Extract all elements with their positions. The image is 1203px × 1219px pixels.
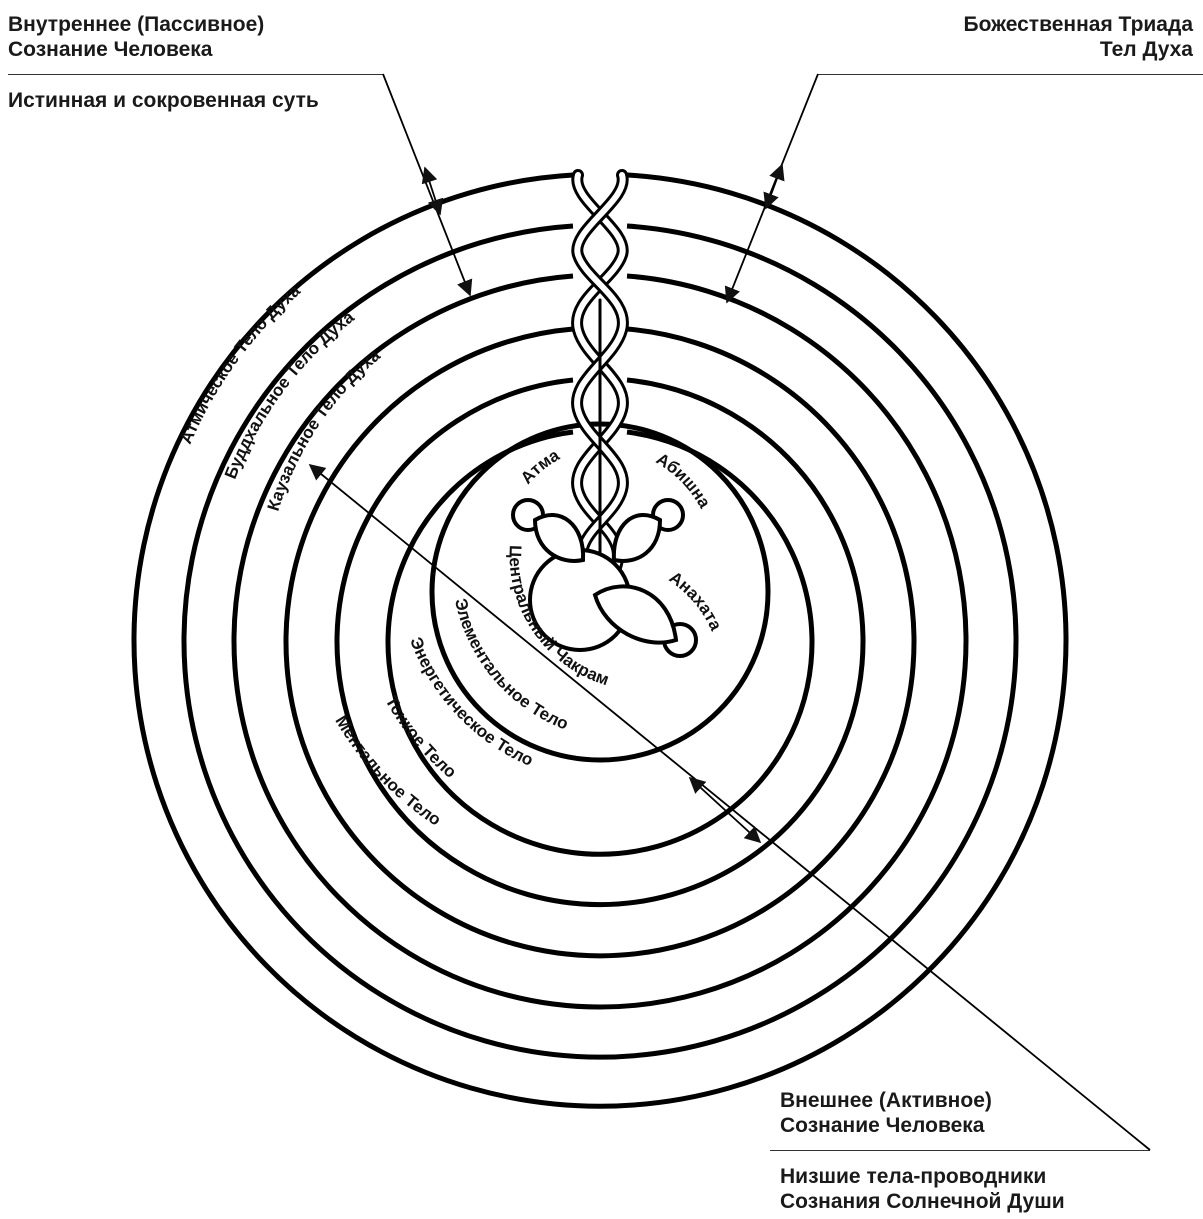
atmic-body-label: Атмическое Тело Духа	[176, 281, 304, 447]
atma-petal	[535, 515, 583, 561]
mental-body-label: Ментальное Тело	[332, 712, 445, 829]
outer-range-arrow	[690, 778, 760, 842]
atma-label: Атма	[517, 445, 563, 487]
outer-pointer-line	[310, 465, 1150, 1150]
abishna-petal	[614, 515, 660, 561]
divine-range-arrow	[766, 165, 782, 208]
pointer-lines	[310, 74, 1150, 1150]
